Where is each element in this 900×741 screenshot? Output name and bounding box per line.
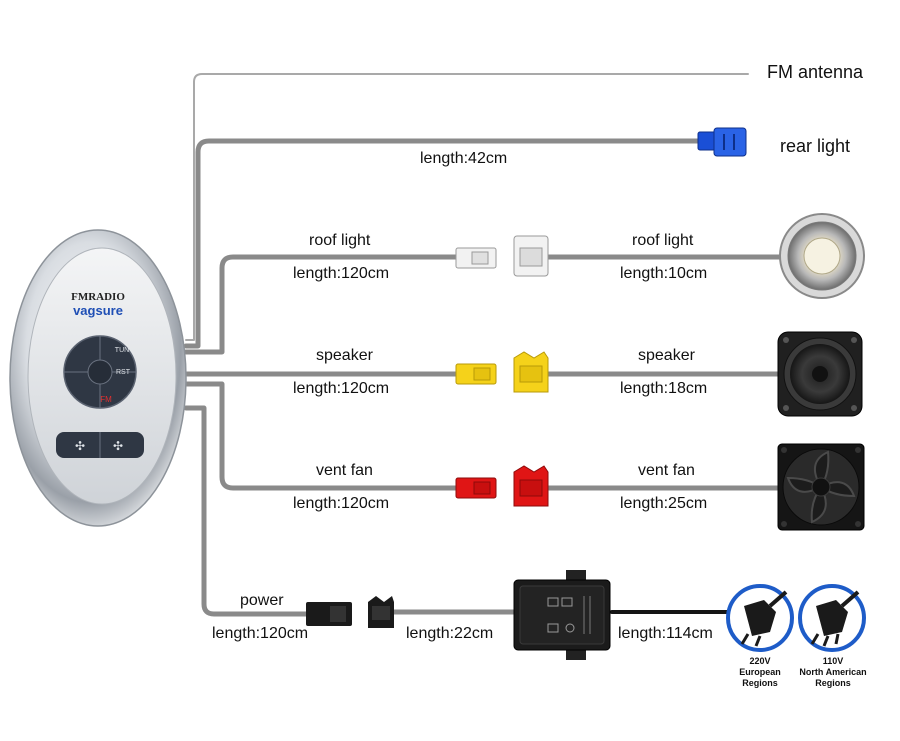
power-length-1: length:120cm: [212, 625, 309, 642]
power-adapter: [513, 570, 611, 660]
eu-voltage: 220V: [749, 656, 771, 666]
power-label: power: [240, 592, 284, 609]
roof-light-wire-left: [183, 254, 463, 355]
speaker-right-length: length:18cm: [620, 380, 708, 397]
speaker-left-length: length:120cm: [293, 380, 390, 397]
fm-antenna-wire: [185, 73, 749, 341]
power-connector-male: [306, 602, 352, 626]
vent-fan-connector-female: [513, 465, 549, 507]
us-voltage: 110V: [822, 656, 844, 666]
vent-fan-left-label: vent fan: [316, 462, 373, 479]
eu-plug-icon: [726, 584, 794, 652]
vent-fan-right-length: length:25cm: [620, 495, 708, 512]
tun-button-label[interactable]: TUN: [115, 347, 129, 354]
roof-light-device: [779, 213, 865, 299]
roof-light-left-length: length:120cm: [293, 265, 390, 282]
rear-light-wire: [183, 138, 703, 349]
rear-light-length: length:42cm: [420, 150, 508, 167]
power-length-3: length:114cm: [618, 625, 713, 642]
wires: [183, 73, 793, 617]
eu-plug-caption: 220V European Regions: [725, 656, 795, 689]
speaker-connector-male: [455, 363, 497, 385]
eu-region-2: Regions: [742, 678, 778, 688]
vent-fan-wire-left: [183, 381, 463, 491]
power-wire-1: [183, 405, 313, 617]
fan-icon-2: ✣: [113, 439, 123, 453]
us-region-1: North American: [799, 667, 867, 677]
roof-light-connector-male: [455, 247, 497, 269]
vent-fan-left-length: length:120cm: [293, 495, 390, 512]
rear-light-label: rear light: [780, 136, 851, 156]
rst-button-label[interactable]: RST: [116, 369, 131, 376]
power-length-2: length:22cm: [406, 625, 494, 642]
roof-light-connector-female: [513, 235, 549, 277]
brand-small-text: FMRADIO: [71, 291, 125, 303]
vent-fan-connector-male: [455, 477, 497, 499]
roof-light-right-length: length:10cm: [620, 265, 708, 282]
brand-text: vagsure: [73, 303, 123, 318]
us-region-2: Regions: [815, 678, 851, 688]
us-plug-caption: 110V North American Regions: [797, 656, 869, 689]
speaker-right-label: speaker: [638, 347, 695, 364]
vent-fan-device: [777, 443, 865, 531]
control-panel: FMRADIO vagsure TUN RST FM ✣ ✣: [9, 229, 187, 527]
rear-light-connector: [697, 127, 747, 157]
us-plug-icon: [798, 584, 866, 652]
speaker-device: [777, 331, 863, 417]
fm-button-label[interactable]: FM: [100, 395, 112, 404]
center-button[interactable]: [87, 359, 113, 385]
eu-region-1: European: [739, 667, 781, 677]
vent-fan-right-label: vent fan: [638, 462, 695, 479]
speaker-connector-female: [513, 351, 549, 393]
power-connector-female: [368, 596, 394, 628]
fan-icon: ✣: [75, 439, 85, 453]
roof-light-left-label: roof light: [309, 232, 371, 249]
roof-light-right-label: roof light: [632, 232, 694, 249]
fm-antenna-label: FM antenna: [767, 62, 864, 82]
speaker-left-label: speaker: [316, 347, 373, 364]
